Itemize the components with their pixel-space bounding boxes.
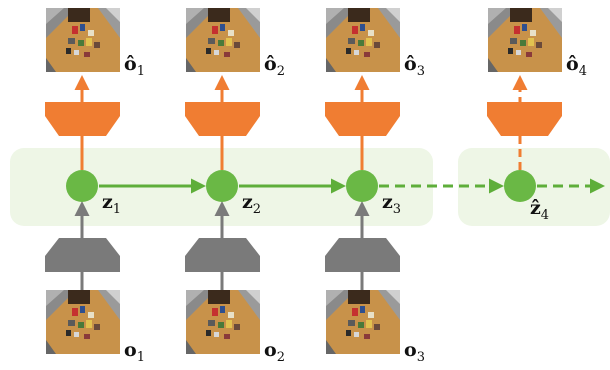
decoder-block-3 — [325, 102, 400, 136]
observation-image-3 — [326, 290, 400, 354]
reconstruction-label-o1-hat: ô1 — [124, 53, 145, 79]
encoder-block-2 — [185, 238, 260, 272]
observation-label-o1: o1 — [124, 339, 145, 365]
latent-label-z3: z3 — [382, 191, 401, 217]
predicted-observation-image-4 — [488, 8, 562, 72]
latent-node-4-predicted — [504, 170, 536, 202]
decoder-block-1 — [45, 102, 120, 136]
observation-image-2 — [186, 290, 260, 354]
observation-label-o3: o3 — [404, 339, 425, 365]
observation-image-1 — [46, 290, 120, 354]
reconstructed-observation-image-1 — [46, 8, 120, 72]
encoder-block-3 — [325, 238, 400, 272]
decoder-block-4 — [487, 102, 562, 136]
latent-node-2 — [206, 170, 238, 202]
latent-label-z1: z1 — [102, 191, 121, 217]
reconstruction-label-o3-hat: ô3 — [404, 53, 425, 79]
observation-label-o2: o2 — [264, 339, 285, 365]
latent-node-1 — [66, 170, 98, 202]
latent-label-z2: z2 — [242, 191, 261, 217]
reconstructed-observation-image-3 — [326, 8, 400, 72]
reconstruction-label-o2-hat: ô2 — [264, 53, 285, 79]
decoder-block-2 — [185, 102, 260, 136]
reconstructed-observation-image-2 — [186, 8, 260, 72]
latent-label-z4-hat: ẑ4 — [530, 197, 549, 223]
prediction-label-o4-hat: ô4 — [566, 53, 587, 79]
encoder-block-1 — [45, 238, 120, 272]
latent-node-3 — [346, 170, 378, 202]
